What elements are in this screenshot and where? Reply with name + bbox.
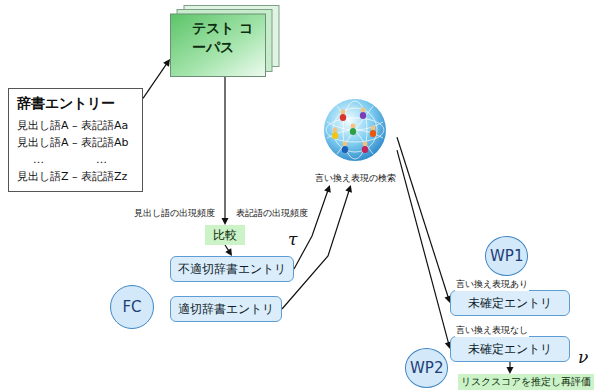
arrow-head xyxy=(163,59,170,67)
node-text: リスクスコアを推定し再評価 xyxy=(461,375,591,389)
drawing-circle xyxy=(361,108,366,113)
node-text: テスト コーパス xyxy=(192,19,254,57)
symbol-label: ν xyxy=(578,347,588,367)
drawing-circle xyxy=(371,126,376,131)
node-text: 見出し語A – 表記語Aa xyxy=(17,119,128,132)
node-text: 言い換え表現の検索 xyxy=(315,173,396,185)
phase-circle: WP1 xyxy=(485,236,528,276)
drawing-rect xyxy=(171,14,266,77)
connector-line xyxy=(397,150,449,343)
drawing-ellipse xyxy=(362,146,368,153)
node-text: WP2 xyxy=(410,359,443,377)
drawing-ellipse xyxy=(333,108,377,152)
arrow-head xyxy=(225,248,232,256)
connector xyxy=(225,245,232,256)
entry-box: 適切辞書エントリ xyxy=(170,296,282,322)
node-text: 見出し語Z – 表記語Zz xyxy=(17,170,127,183)
node-text: 未確定エントリ xyxy=(468,341,552,358)
edge-label: 言い換え表現あり xyxy=(455,278,529,291)
drawing-circle xyxy=(341,110,346,115)
text-row: 辞書エントリー xyxy=(17,95,134,112)
text-row: …… xyxy=(17,151,134,168)
drawing-ellipse xyxy=(350,128,356,135)
drawing-circle xyxy=(343,142,348,147)
dictionary-box: 辞書エントリー見出し語A – 表記語Aa見出し語A – 表記語Ab……見出し語Z… xyxy=(8,88,143,192)
network-illustration xyxy=(323,98,387,162)
arrow-head xyxy=(222,218,229,225)
node-text: 比較 xyxy=(213,227,237,244)
drawing-g xyxy=(326,101,384,159)
arrow-head xyxy=(345,185,352,193)
drawing-ellipse xyxy=(332,132,338,139)
connector xyxy=(397,150,452,349)
drawing-ellipse xyxy=(360,112,366,119)
arrow-head xyxy=(324,185,331,193)
search-node: 言い換え表現の検索 xyxy=(313,98,397,185)
connector-line xyxy=(294,191,328,269)
drawing-circle xyxy=(363,142,368,147)
connector xyxy=(294,185,331,269)
phase-circle: FC xyxy=(110,285,154,329)
node-text: … xyxy=(96,151,107,168)
connector xyxy=(506,362,513,374)
entry-box: 未確定エントリ xyxy=(450,290,570,316)
symbol-label: τ xyxy=(288,229,297,249)
drawing-path xyxy=(337,106,373,154)
connector xyxy=(222,77,229,225)
drawing-circle xyxy=(351,124,356,129)
connector-line xyxy=(224,77,225,219)
note-label: 見出し語の出現頻度 xyxy=(134,207,215,220)
edge-label: 言い換え表現なし xyxy=(455,324,529,337)
node-text: 不適切辞書エントリ xyxy=(178,261,286,278)
connector xyxy=(397,137,451,303)
drawing-ellipse xyxy=(342,146,348,153)
node-text: 辞書エントリー xyxy=(17,95,134,112)
node-text: WP1 xyxy=(490,247,523,265)
text-row: 見出し語Z – 表記語Zz xyxy=(17,168,134,185)
drawing-g xyxy=(332,108,376,154)
arrow-head xyxy=(506,367,513,374)
text-row: 見出し語A – 表記語Ab xyxy=(17,134,134,151)
connector xyxy=(143,59,170,98)
connector xyxy=(282,185,352,309)
node-text: … xyxy=(33,151,44,168)
text-row: 見出し語A – 表記語Aa xyxy=(17,117,134,134)
entry-box: 不適切辞書エントリ xyxy=(170,256,294,282)
drawing-circle xyxy=(324,99,386,161)
drawing-circle xyxy=(333,128,338,133)
connector-line xyxy=(397,137,448,297)
result-box: リスクスコアを推定し再評価 xyxy=(458,374,594,390)
phase-circle: WP2 xyxy=(405,348,448,388)
node-text: 未確定エントリ xyxy=(468,295,552,312)
entry-box: 未確定エントリ xyxy=(450,336,570,362)
node-text: 見出し語A – 表記語Ab xyxy=(17,136,129,149)
connector-line xyxy=(225,245,229,251)
drawing-ellipse xyxy=(340,114,346,121)
node-text: FC xyxy=(122,298,141,316)
note-label: 表記語の出現頻度 xyxy=(236,207,308,220)
corpus-stack: テスト コーパス xyxy=(170,5,280,77)
drawing-ellipse xyxy=(370,130,376,137)
connector-line xyxy=(143,64,167,99)
step-box: 比較 xyxy=(205,225,245,245)
node-text: 適切辞書エントリ xyxy=(178,301,274,318)
